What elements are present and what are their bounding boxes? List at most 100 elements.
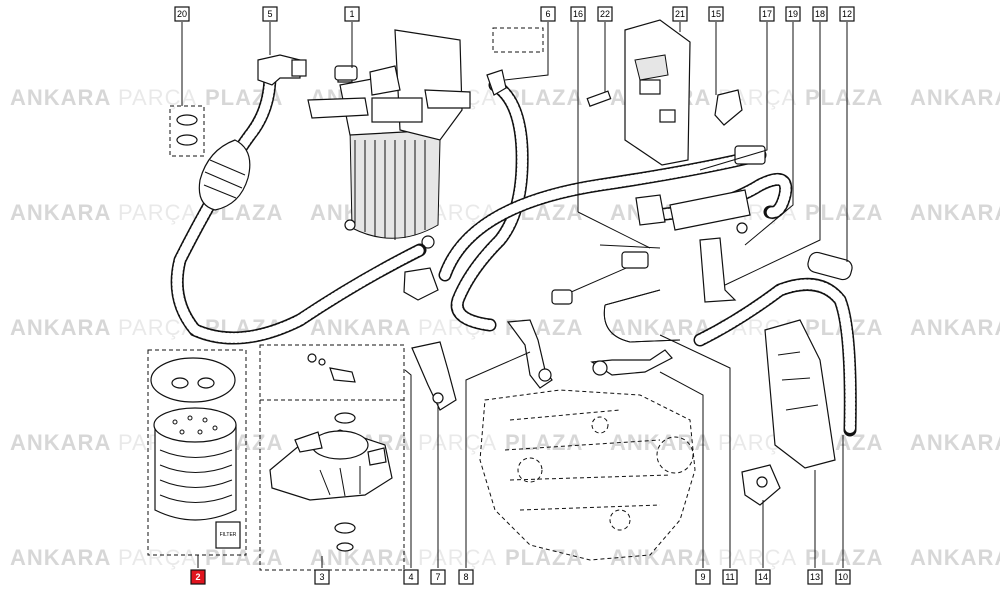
svg-text:ANKARA: ANKARA: [910, 545, 1000, 570]
svg-text:5: 5: [267, 9, 272, 19]
o-ring-group: [169, 105, 205, 157]
svg-text:PARÇA: PARÇA: [718, 545, 797, 570]
svg-text:21: 21: [675, 9, 685, 19]
callout-15[interactable]: 15: [708, 6, 724, 22]
bleed-screw: [307, 353, 356, 383]
fuel-hose-right: [450, 69, 529, 332]
svg-text:ANKARA: ANKARA: [310, 315, 411, 340]
svg-text:ANKARA: ANKARA: [910, 315, 1000, 340]
fuel-hose-left: [170, 68, 427, 345]
engine-block: [479, 389, 696, 561]
svg-text:7: 7: [435, 572, 440, 582]
svg-text:22: 22: [600, 9, 610, 19]
svg-text:17: 17: [762, 9, 772, 19]
svg-text:6: 6: [545, 9, 550, 19]
reference-box: [492, 27, 544, 53]
callout-2[interactable]: 2: [190, 569, 206, 585]
svg-text:PLAZA: PLAZA: [205, 545, 283, 570]
banjo-fitting-right: [590, 349, 673, 376]
callout-11[interactable]: 11: [722, 569, 738, 585]
svg-text:PLAZA: PLAZA: [505, 545, 583, 570]
svg-text:PARÇA: PARÇA: [118, 545, 197, 570]
filter-label: FILTER: [220, 532, 237, 538]
callout-22[interactable]: 22: [597, 6, 613, 22]
mounting-bracket: [624, 19, 691, 166]
callout-16[interactable]: 16: [570, 6, 586, 22]
svg-text:10: 10: [838, 572, 848, 582]
callout-6[interactable]: 6: [540, 6, 556, 22]
callout-18[interactable]: 18: [812, 6, 828, 22]
svg-text:PARÇA: PARÇA: [118, 85, 197, 110]
primer-bulb: [198, 139, 251, 211]
svg-text:ANKARA: ANKARA: [10, 200, 111, 225]
hose-clip-lower: [741, 464, 781, 506]
svg-text:PLAZA: PLAZA: [805, 85, 883, 110]
svg-text:ANKARA: ANKARA: [610, 545, 711, 570]
elbow-fitting: [257, 54, 307, 86]
callout-7[interactable]: 7: [430, 569, 446, 585]
support-bracket: [411, 341, 457, 411]
injector-pipe: [648, 172, 793, 234]
filter-kit-box: FILTER: [147, 349, 247, 556]
svg-text:ANKARA: ANKARA: [10, 85, 111, 110]
overflow-hose: [693, 251, 857, 437]
svg-text:ANKARA: ANKARA: [310, 545, 411, 570]
head-kit-box: [259, 344, 405, 571]
svg-text:18: 18: [815, 9, 825, 19]
svg-text:14: 14: [758, 572, 768, 582]
callout-9[interactable]: 9: [695, 569, 711, 585]
svg-text:13: 13: [810, 572, 820, 582]
svg-text:ANKARA: ANKARA: [610, 315, 711, 340]
callout-1[interactable]: 1: [344, 6, 360, 22]
svg-text:PARÇA: PARÇA: [118, 200, 197, 225]
svg-text:3: 3: [319, 572, 324, 582]
callout-12[interactable]: 12: [839, 6, 855, 22]
callout-21[interactable]: 21: [672, 6, 688, 22]
svg-text:11: 11: [725, 572, 734, 582]
sensor-connector: [403, 267, 439, 301]
callout-3[interactable]: 3: [314, 569, 330, 585]
inlet-connector: [334, 65, 358, 81]
banjo-fitting-left: [506, 319, 553, 389]
fuel-filter-housing: [307, 29, 471, 240]
leader-lines: [181, 22, 848, 568]
svg-text:2: 2: [195, 572, 200, 582]
svg-text:ANKARA: ANKARA: [910, 430, 1000, 455]
callout-17[interactable]: 17: [759, 6, 775, 22]
svg-text:19: 19: [788, 9, 798, 19]
svg-text:PLAZA: PLAZA: [805, 545, 883, 570]
svg-text:PARÇA: PARÇA: [418, 430, 497, 455]
fuel-pipe-assembly: [551, 244, 681, 343]
svg-text:4: 4: [408, 572, 413, 582]
svg-text:ANKARA: ANKARA: [910, 85, 1000, 110]
heat-shield: [764, 319, 836, 469]
callout-8[interactable]: 8: [458, 569, 474, 585]
svg-text:ANKARA: ANKARA: [10, 315, 111, 340]
callout-labels: 20 5 1 6 16 22 21 15 17 19 18 12 2 3 4 7…: [174, 6, 855, 585]
svg-text:PLAZA: PLAZA: [505, 430, 583, 455]
svg-text:1: 1: [349, 9, 354, 19]
svg-text:9: 9: [700, 572, 705, 582]
svg-text:ANKARA: ANKARA: [10, 545, 111, 570]
callout-20[interactable]: 20: [174, 6, 190, 22]
bolt: [586, 90, 612, 107]
svg-text:ANKARA: ANKARA: [910, 200, 1000, 225]
callout-5[interactable]: 5: [262, 6, 278, 22]
pipe-clamp: [635, 194, 666, 226]
svg-text:PARÇA: PARÇA: [418, 545, 497, 570]
svg-text:20: 20: [177, 9, 187, 19]
svg-text:ANKARA: ANKARA: [10, 430, 111, 455]
callout-4[interactable]: 4: [403, 569, 419, 585]
callout-13[interactable]: 13: [807, 569, 823, 585]
svg-text:8: 8: [463, 572, 468, 582]
callout-19[interactable]: 19: [785, 6, 801, 22]
callout-14[interactable]: 14: [755, 569, 771, 585]
svg-text:12: 12: [842, 9, 852, 19]
filter-head: [269, 429, 393, 501]
callout-10[interactable]: 10: [835, 569, 851, 585]
svg-text:16: 16: [573, 9, 583, 19]
svg-text:PLAZA: PLAZA: [805, 200, 883, 225]
watermark-row-5: ANKARA PARÇA PLAZA ANKARA PARÇA PLAZA AN…: [10, 545, 1000, 570]
